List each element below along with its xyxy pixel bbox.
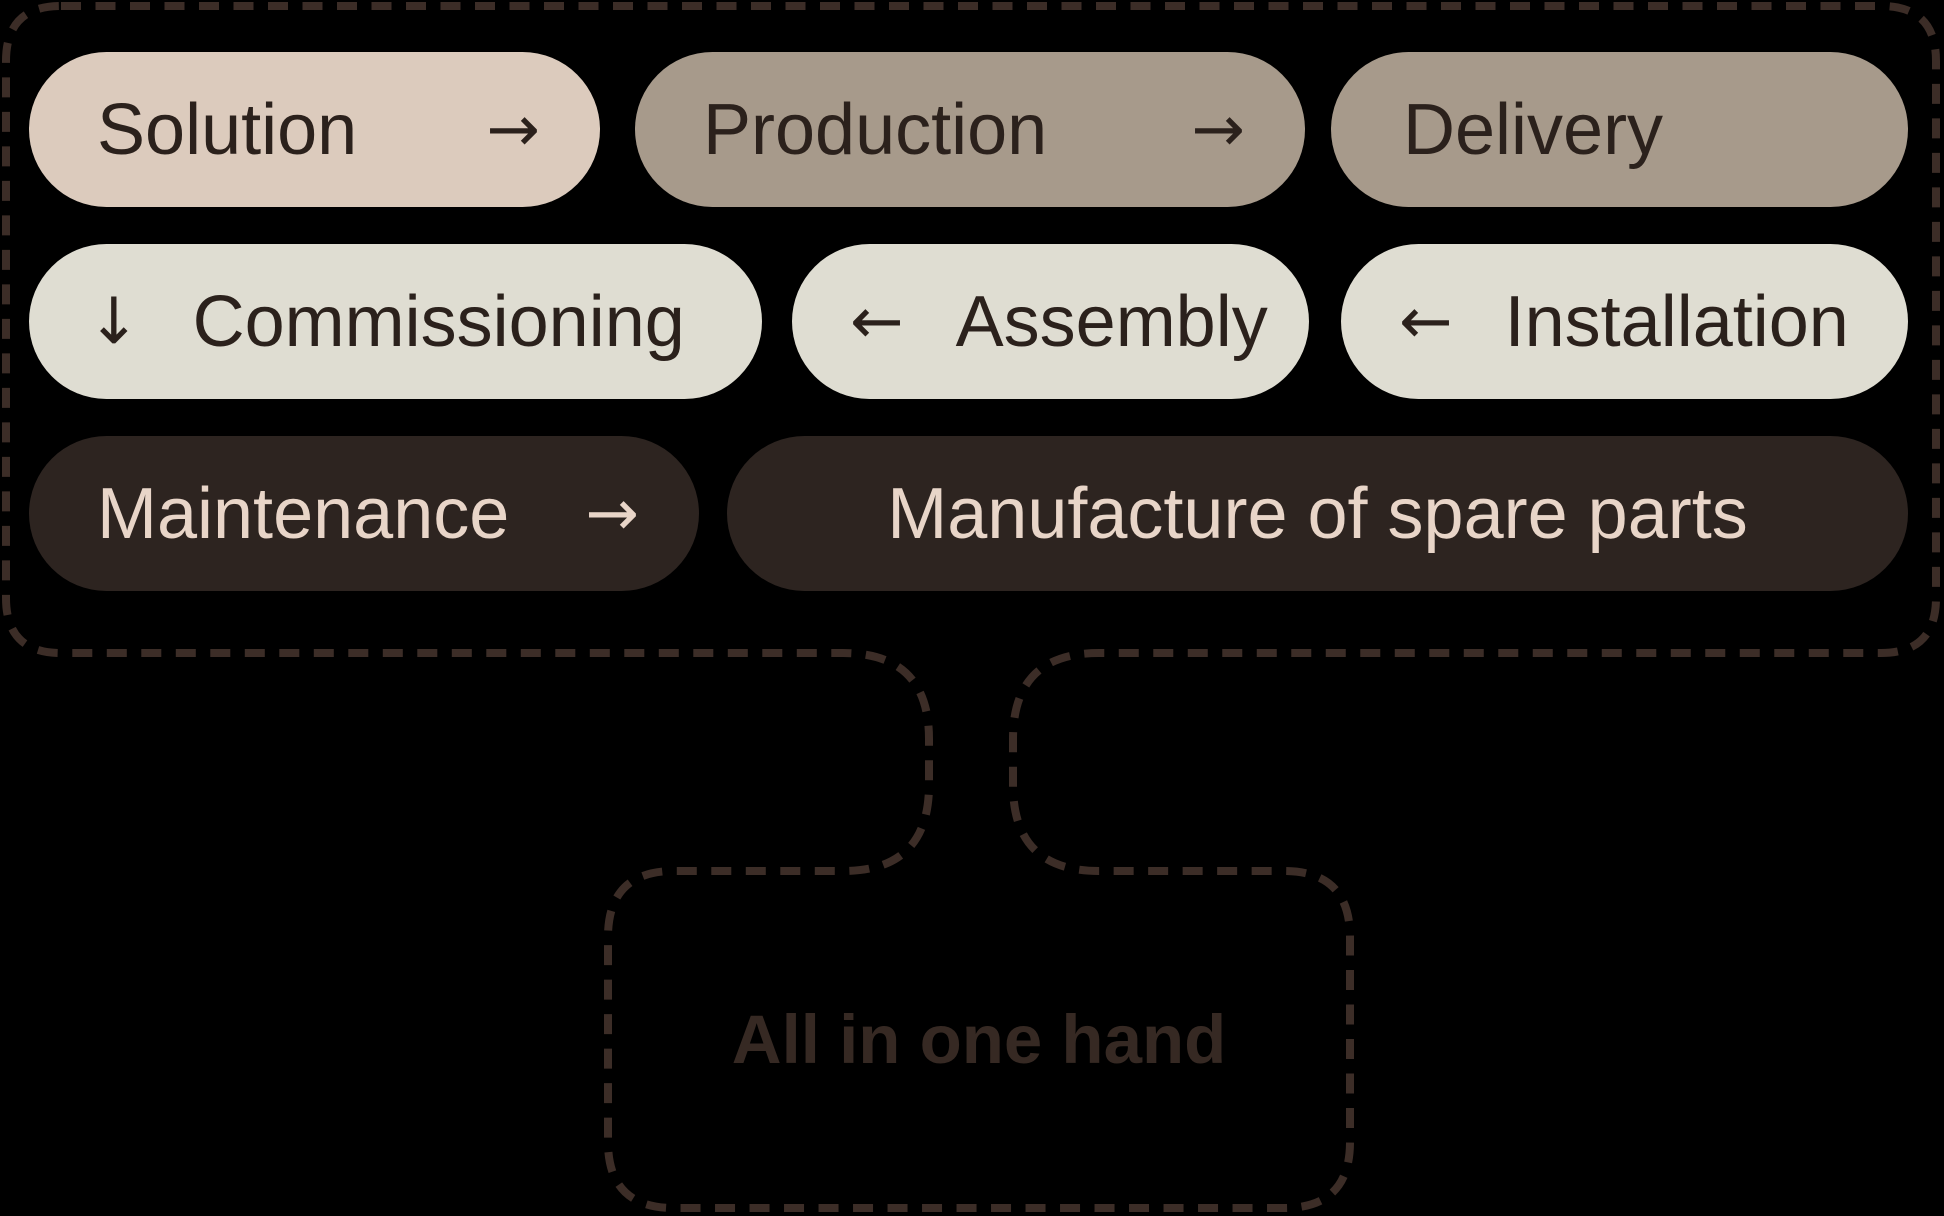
arrow-left-icon: ←	[850, 284, 904, 359]
pill-label: Production	[703, 89, 1048, 170]
all-in-one-hand-label: All in one hand	[731, 1001, 1227, 1078]
pill-delivery: Delivery	[1331, 52, 1908, 207]
pill-label: Delivery	[1403, 89, 1664, 170]
pill-manufacture-of-spare-parts: Manufacture of spare parts	[727, 436, 1908, 591]
pill-label: Manufacture of spare parts	[887, 473, 1748, 554]
pill-commissioning: ↓ Commissioning	[29, 244, 762, 399]
pill-maintenance: Maintenance →	[29, 436, 699, 591]
pill-label: Assembly	[955, 281, 1268, 362]
pill-assembly: ← Assembly	[792, 244, 1309, 399]
pill-production: Production →	[635, 52, 1305, 207]
pill-label: Solution	[97, 89, 358, 170]
arrow-right-icon: →	[486, 92, 540, 167]
arrow-right-icon: →	[1191, 92, 1245, 167]
pill-installation: ← Installation	[1341, 244, 1908, 399]
arrow-left-icon: ←	[1399, 284, 1453, 359]
pill-label: Maintenance	[97, 473, 510, 554]
pill-label: Installation	[1504, 281, 1849, 362]
arrow-down-icon: ↓	[87, 284, 141, 359]
arrow-right-icon: →	[585, 476, 639, 551]
pill-label: Commissioning	[192, 281, 685, 362]
pill-solution: Solution →	[29, 52, 600, 207]
